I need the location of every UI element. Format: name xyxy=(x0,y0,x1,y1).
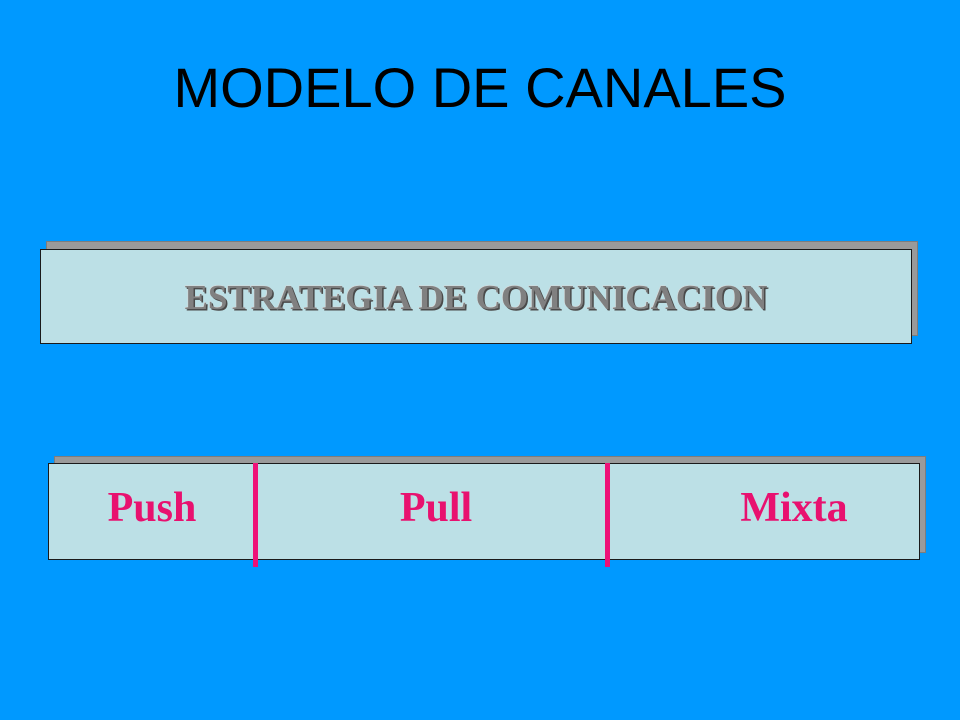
channels-box xyxy=(48,463,920,560)
channel-pull-label: Pull xyxy=(399,485,473,531)
strategy-box-label: ESTRATEGIA DE COMUNICACION xyxy=(184,278,768,317)
channel-mixta-label: Mixta xyxy=(740,485,848,531)
channel-divider xyxy=(605,463,610,567)
strategy-box: ESTRATEGIA DE COMUNICACION xyxy=(40,249,912,344)
slide-title: MODELO DE CANALES xyxy=(173,56,787,119)
channel-divider xyxy=(253,463,258,567)
channel-push-label: Push xyxy=(107,485,197,531)
